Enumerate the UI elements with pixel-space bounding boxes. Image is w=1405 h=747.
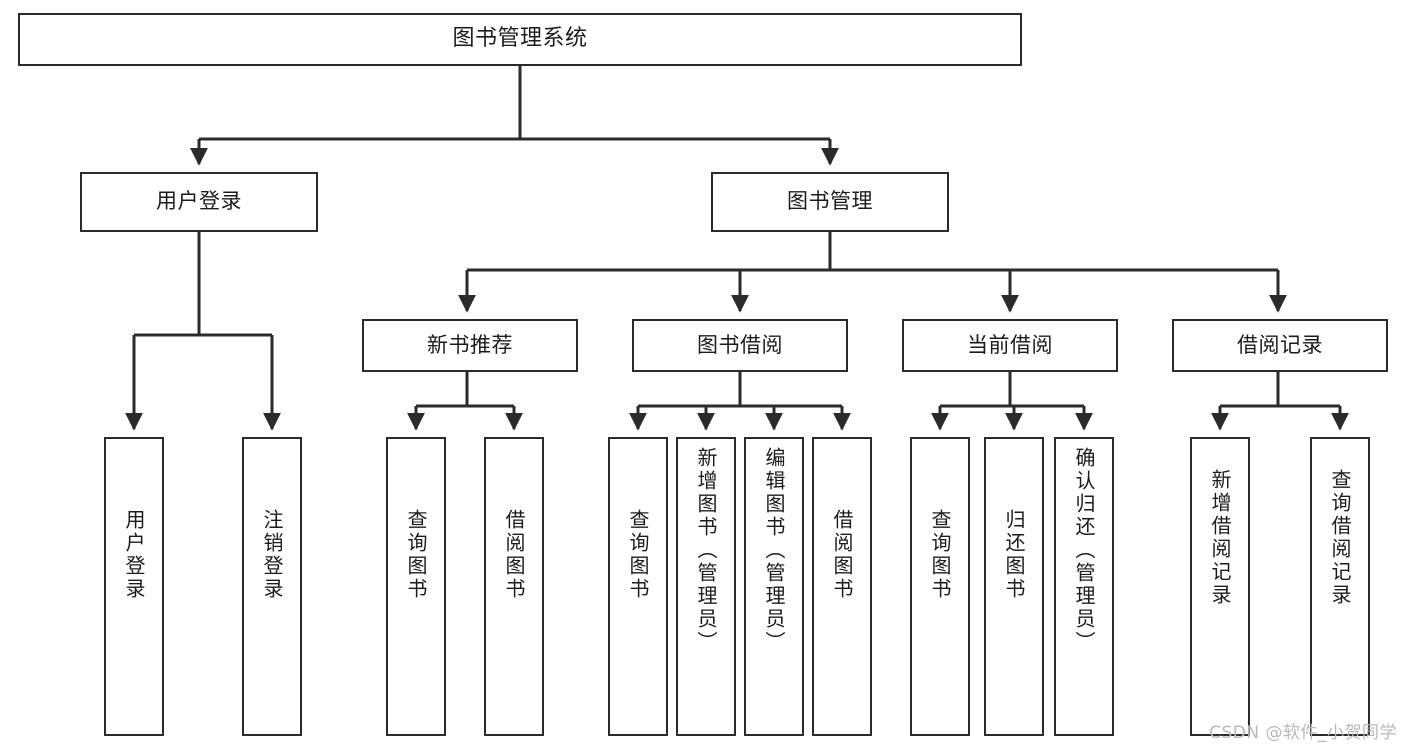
node-current-borrow-label: 当前借阅 xyxy=(967,332,1053,357)
node-leaf-query-book-3[interactable]: 查询图书 xyxy=(910,437,970,736)
node-borrow-record-label: 借阅记录 xyxy=(1237,332,1323,357)
node-root[interactable]: 图书管理系统 xyxy=(18,13,1022,66)
node-book-manage-label: 图书管理 xyxy=(787,189,873,214)
node-new-book-recommend[interactable]: 新书推荐 xyxy=(362,319,578,372)
node-leaf-borrow-book-2-label: 借阅图书 xyxy=(830,509,854,601)
node-leaf-edit-book-label: 编辑图书（管理员） xyxy=(762,447,786,654)
node-book-borrow[interactable]: 图书借阅 xyxy=(632,319,848,372)
node-leaf-borrow-book-2[interactable]: 借阅图书 xyxy=(812,437,872,736)
csdn-watermark: CSDN @软件_小贺同学 xyxy=(1209,723,1397,743)
node-leaf-add-record[interactable]: 新增借阅记录 xyxy=(1190,437,1250,736)
node-leaf-query-book-2[interactable]: 查询图书 xyxy=(608,437,668,736)
node-leaf-query-book-2-label: 查询图书 xyxy=(626,509,650,601)
node-leaf-return-book[interactable]: 归还图书 xyxy=(984,437,1044,736)
node-leaf-user-logout[interactable]: 注销登录 xyxy=(242,437,302,736)
node-user-login[interactable]: 用户登录 xyxy=(80,172,318,232)
node-leaf-user-login[interactable]: 用户登录 xyxy=(104,437,164,736)
node-leaf-query-book-1-label: 查询图书 xyxy=(404,509,428,601)
node-leaf-add-record-label: 新增借阅记录 xyxy=(1208,469,1232,607)
node-leaf-add-book-label: 新增图书（管理员） xyxy=(694,447,718,654)
node-leaf-user-logout-label: 注销登录 xyxy=(260,509,284,601)
node-leaf-query-book-3-label: 查询图书 xyxy=(928,509,952,601)
node-leaf-query-book-1[interactable]: 查询图书 xyxy=(386,437,446,736)
node-book-manage[interactable]: 图书管理 xyxy=(711,172,949,232)
node-leaf-query-record[interactable]: 查询借阅记录 xyxy=(1310,437,1370,736)
node-leaf-user-login-label: 用户登录 xyxy=(122,509,146,601)
node-leaf-return-book-label: 归还图书 xyxy=(1002,509,1026,601)
node-leaf-borrow-book-1-label: 借阅图书 xyxy=(502,509,526,601)
node-leaf-query-record-label: 查询借阅记录 xyxy=(1328,469,1352,607)
node-leaf-confirm-return[interactable]: 确认归还（管理员） xyxy=(1054,437,1114,736)
node-new-book-recommend-label: 新书推荐 xyxy=(427,332,513,357)
node-leaf-confirm-return-label: 确认归还（管理员） xyxy=(1072,447,1096,654)
node-user-login-label: 用户登录 xyxy=(156,189,242,214)
node-current-borrow[interactable]: 当前借阅 xyxy=(902,319,1118,372)
node-leaf-add-book[interactable]: 新增图书（管理员） xyxy=(676,437,736,736)
node-root-label: 图书管理系统 xyxy=(452,26,588,52)
node-leaf-borrow-book-1[interactable]: 借阅图书 xyxy=(484,437,544,736)
node-book-borrow-label: 图书借阅 xyxy=(697,332,783,357)
node-leaf-edit-book[interactable]: 编辑图书（管理员） xyxy=(744,437,804,736)
node-borrow-record[interactable]: 借阅记录 xyxy=(1172,319,1388,372)
